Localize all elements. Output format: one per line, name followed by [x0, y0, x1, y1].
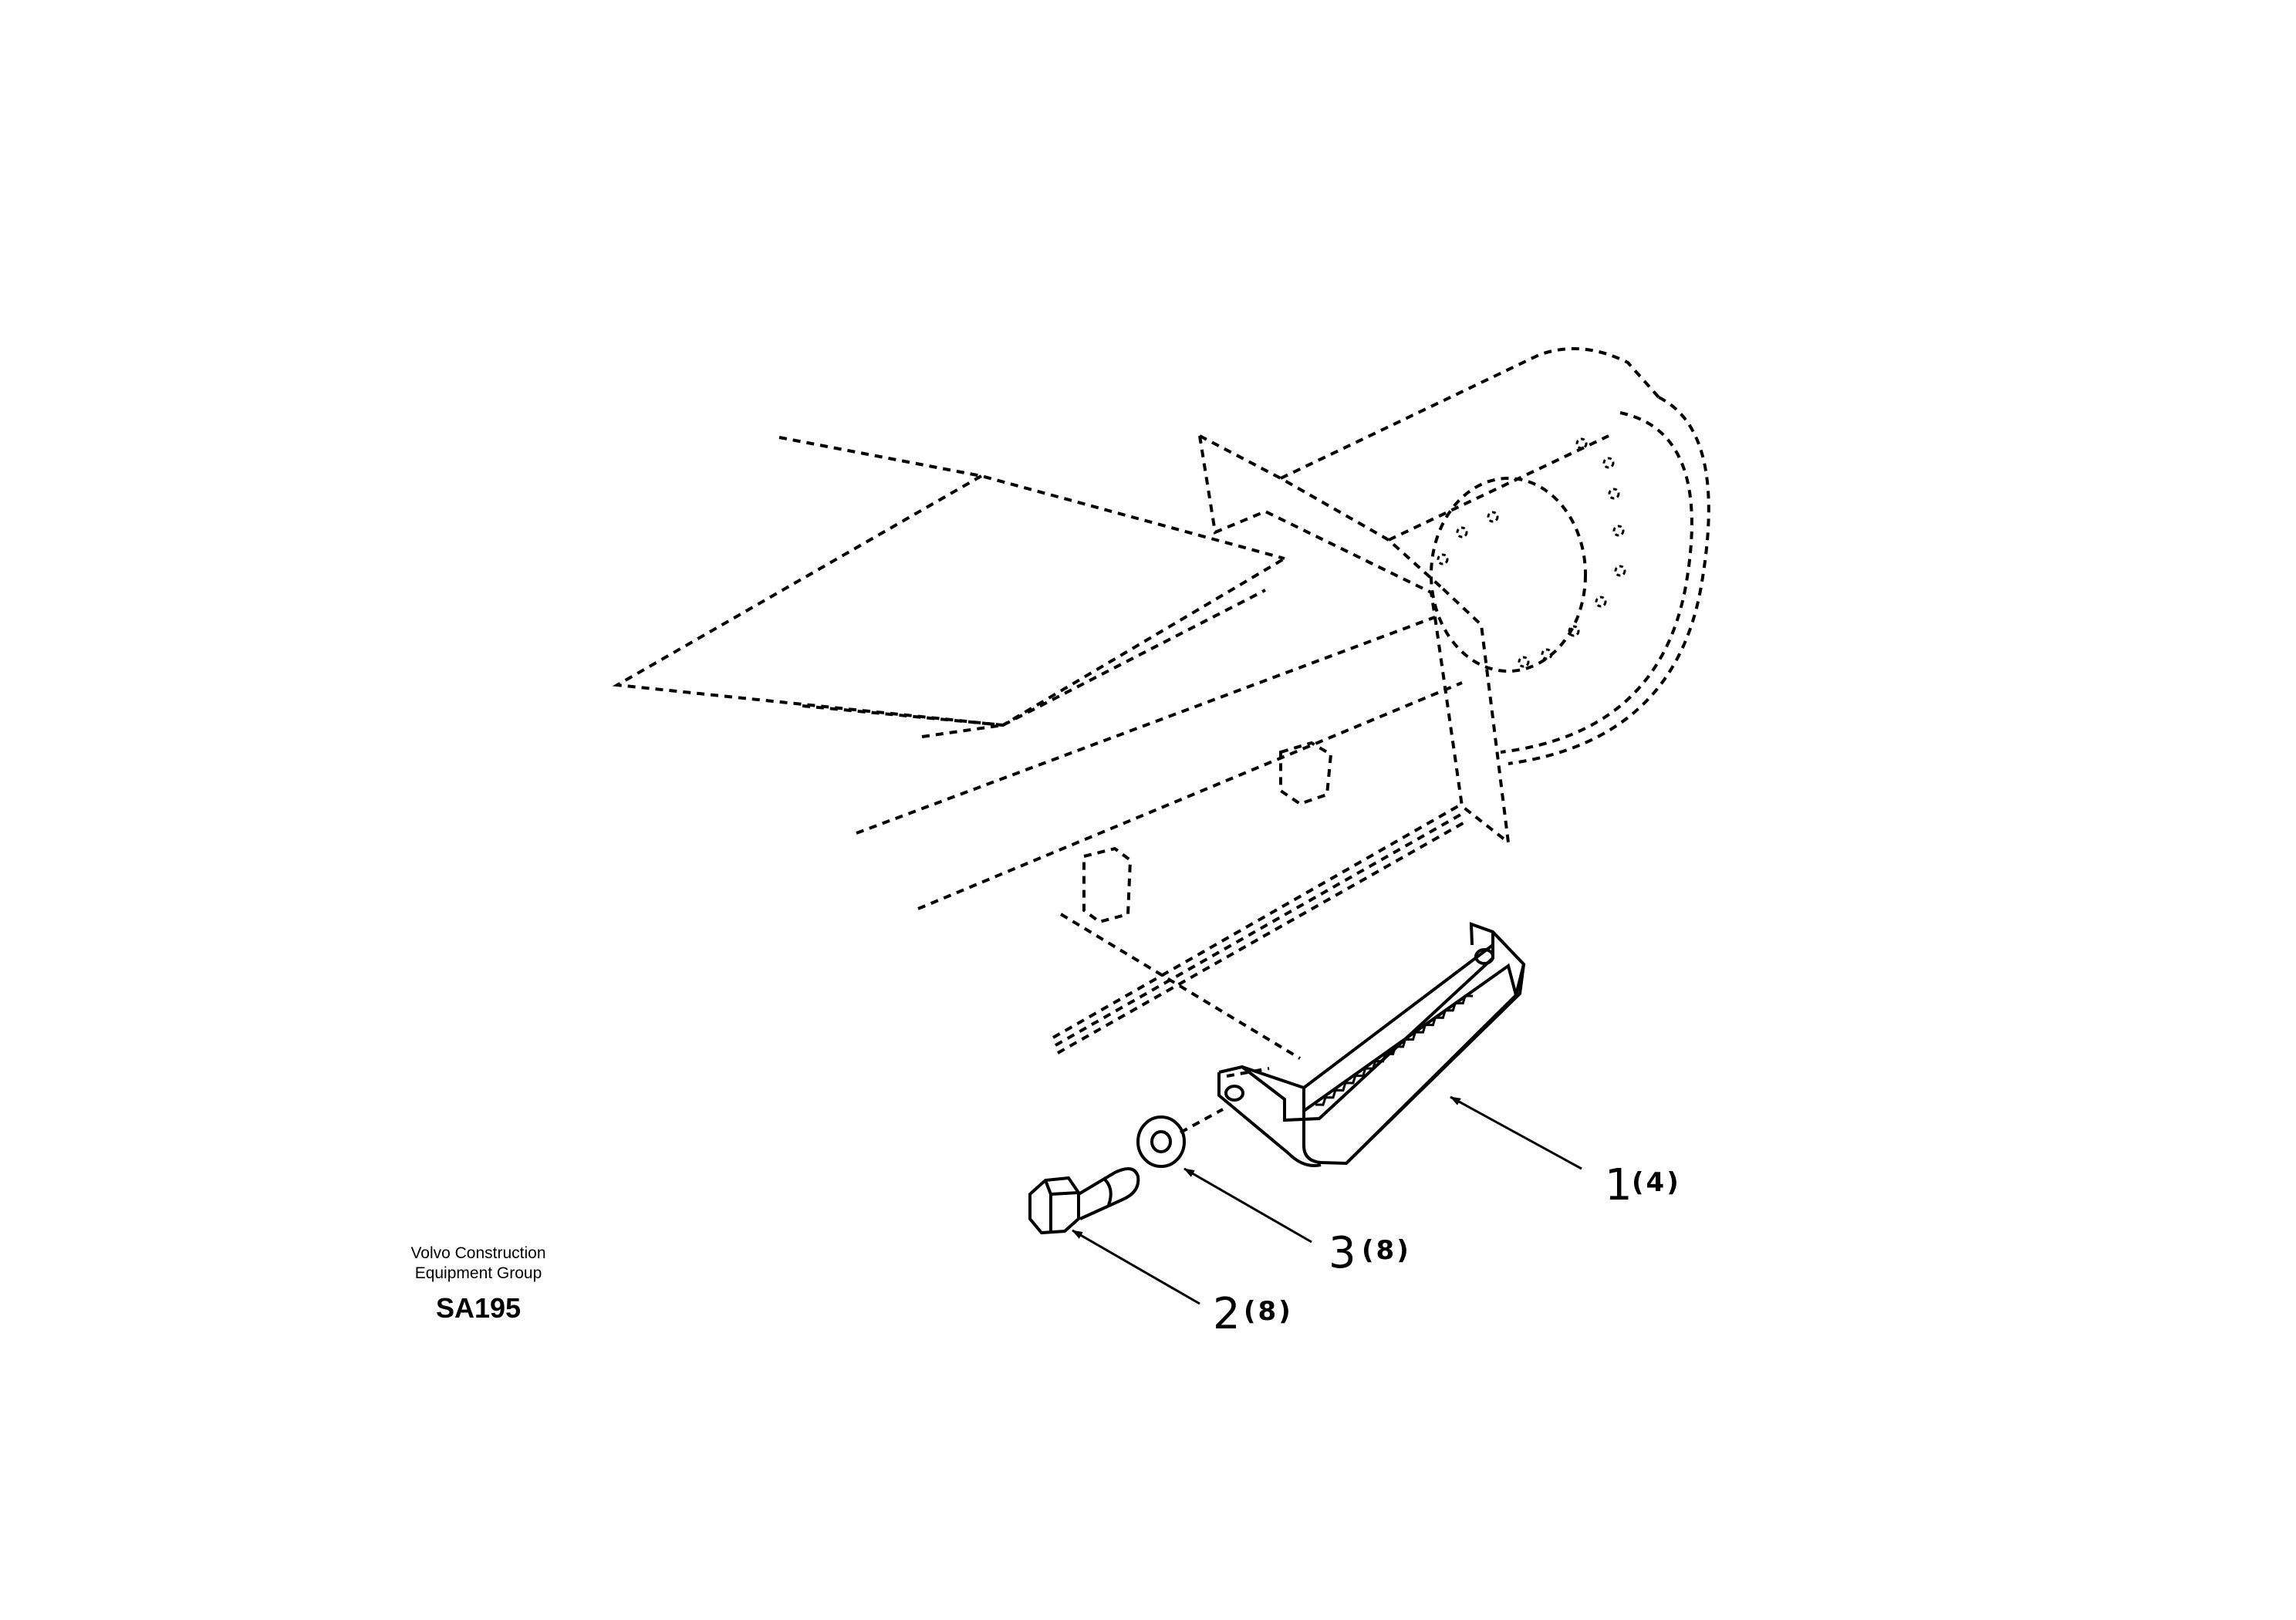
- leader-line-2: [1072, 1229, 1200, 1305]
- maker-name-line1: Volvo Construction: [410, 1244, 546, 1262]
- callout-number: 3: [1329, 1228, 1356, 1278]
- washer-part: [1136, 1108, 1224, 1168]
- machine-frame-phantom: [612, 347, 1710, 1078]
- step-bracket-part: [1217, 922, 1526, 1167]
- callout-number: 1: [1605, 1160, 1633, 1210]
- bolt-part: [1028, 1167, 1140, 1235]
- maker-name-line2: Equipment Group: [414, 1264, 542, 1282]
- leader-line-3: [1183, 1167, 1312, 1244]
- callout-1: 1 (4): [1605, 1160, 1681, 1210]
- leader-line-1: [1450, 1095, 1582, 1170]
- callout-quantity: (8): [1362, 1235, 1411, 1266]
- maker-block: Volvo Construction Equipment Group SA195: [363, 1244, 594, 1324]
- callout-quantity: (4): [1632, 1167, 1681, 1198]
- callout-3: 3 (8): [1329, 1228, 1411, 1278]
- illustration-code: SA195: [435, 1292, 522, 1324]
- callout-quantity: (8): [1244, 1296, 1293, 1327]
- callout-2: 2 (8): [1213, 1289, 1293, 1339]
- leader-lines: [1072, 1095, 1582, 1305]
- callout-number: 2: [1213, 1289, 1241, 1339]
